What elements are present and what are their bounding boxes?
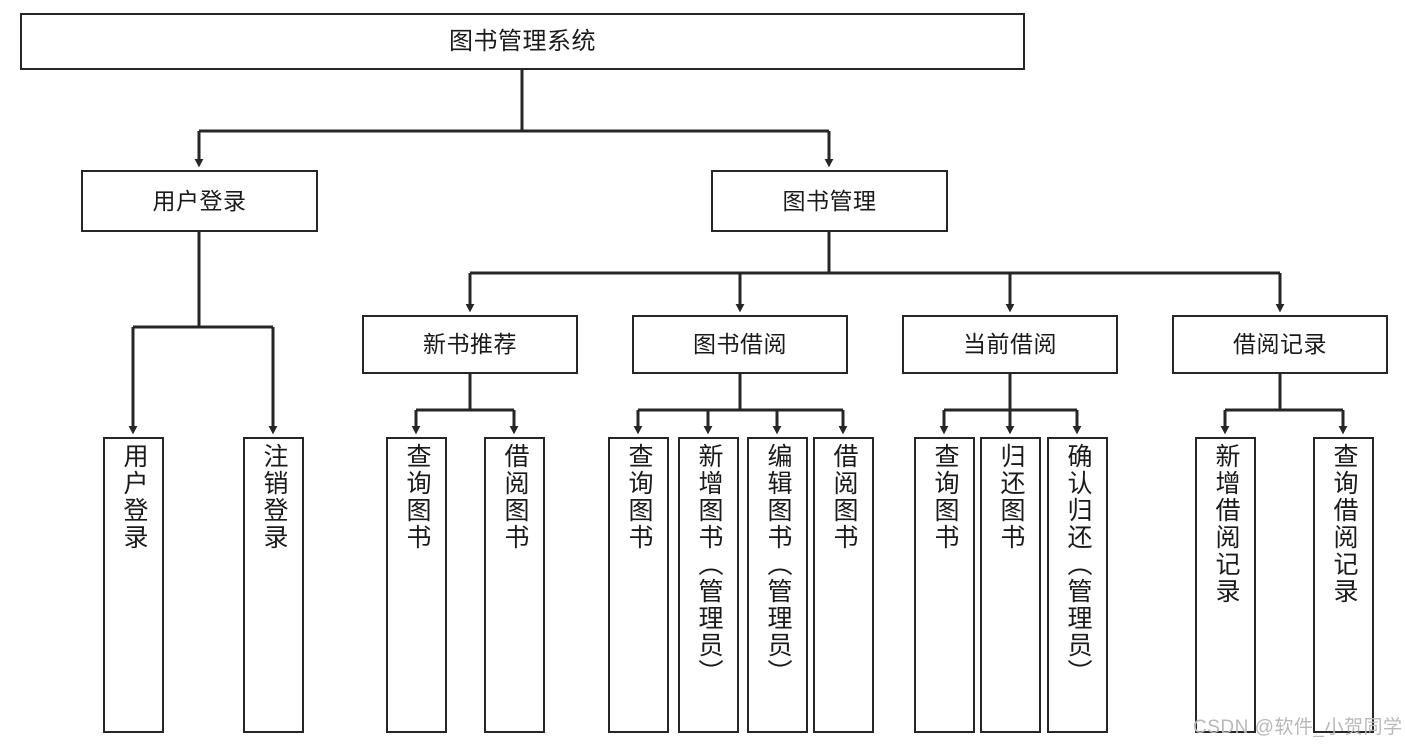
node-leaf-borrow-book-bb-label: 借阅图书: [830, 443, 858, 551]
node-borrow-record[interactable]: 借阅记录: [1172, 315, 1388, 374]
node-new-book-rec[interactable]: 新书推荐: [362, 315, 578, 374]
node-leaf-query-book-bb-label: 查询图书: [625, 443, 653, 551]
node-leaf-query-book-rec[interactable]: 查询图书: [386, 437, 447, 733]
node-leaf-borrow-book-rec-label: 借阅图书: [501, 443, 529, 551]
node-leaf-query-book-cb-label: 查询图书: [931, 443, 959, 551]
node-leaf-edit-book-label: 编辑图书（管理员）: [764, 443, 792, 686]
node-leaf-query-record[interactable]: 查询借阅记录: [1313, 437, 1374, 733]
node-current-borrow-label: 当前借阅: [963, 331, 1057, 358]
node-leaf-confirm-return-label: 确认归还（管理员）: [1064, 443, 1092, 686]
node-leaf-borrow-book-bb[interactable]: 借阅图书: [813, 437, 874, 733]
node-new-book-rec-label: 新书推荐: [423, 331, 517, 358]
node-leaf-add-book[interactable]: 新增图书（管理员）: [678, 437, 739, 733]
node-leaf-add-book-label: 新增图书（管理员）: [695, 443, 723, 686]
node-leaf-edit-book[interactable]: 编辑图书（管理员）: [747, 437, 808, 733]
node-leaf-return-book-label: 归还图书: [997, 443, 1025, 551]
node-user-login-label: 用户登录: [152, 187, 247, 214]
node-leaf-borrow-book-rec[interactable]: 借阅图书: [484, 437, 545, 733]
node-leaf-user-logout-label: 注销登录: [260, 443, 288, 551]
node-book-manage-label: 图书管理: [782, 187, 877, 214]
node-book-borrow[interactable]: 图书借阅: [632, 315, 848, 374]
node-root-system-label: 图书管理系统: [449, 27, 596, 55]
node-leaf-confirm-return[interactable]: 确认归还（管理员）: [1047, 437, 1108, 733]
node-leaf-user-login-label: 用户登录: [120, 443, 148, 551]
watermark-text: CSDN @软件_小贺同学: [1193, 717, 1403, 738]
node-user-login[interactable]: 用户登录: [81, 170, 318, 232]
node-leaf-add-record-label: 新增借阅记录: [1212, 443, 1240, 605]
node-current-borrow[interactable]: 当前借阅: [902, 315, 1118, 374]
node-leaf-user-logout[interactable]: 注销登录: [243, 437, 304, 733]
node-book-manage[interactable]: 图书管理: [711, 170, 948, 232]
node-leaf-query-book-bb[interactable]: 查询图书: [608, 437, 669, 733]
node-borrow-record-label: 借阅记录: [1233, 331, 1327, 358]
node-leaf-query-record-label: 查询借阅记录: [1330, 443, 1358, 605]
node-leaf-query-book-rec-label: 查询图书: [403, 443, 431, 551]
node-root-system[interactable]: 图书管理系统: [20, 13, 1025, 70]
node-leaf-add-record[interactable]: 新增借阅记录: [1195, 437, 1256, 733]
node-leaf-return-book[interactable]: 归还图书: [980, 437, 1041, 733]
node-book-borrow-label: 图书借阅: [693, 331, 787, 358]
node-leaf-user-login[interactable]: 用户登录: [103, 437, 164, 733]
node-leaf-query-book-cb[interactable]: 查询图书: [914, 437, 975, 733]
